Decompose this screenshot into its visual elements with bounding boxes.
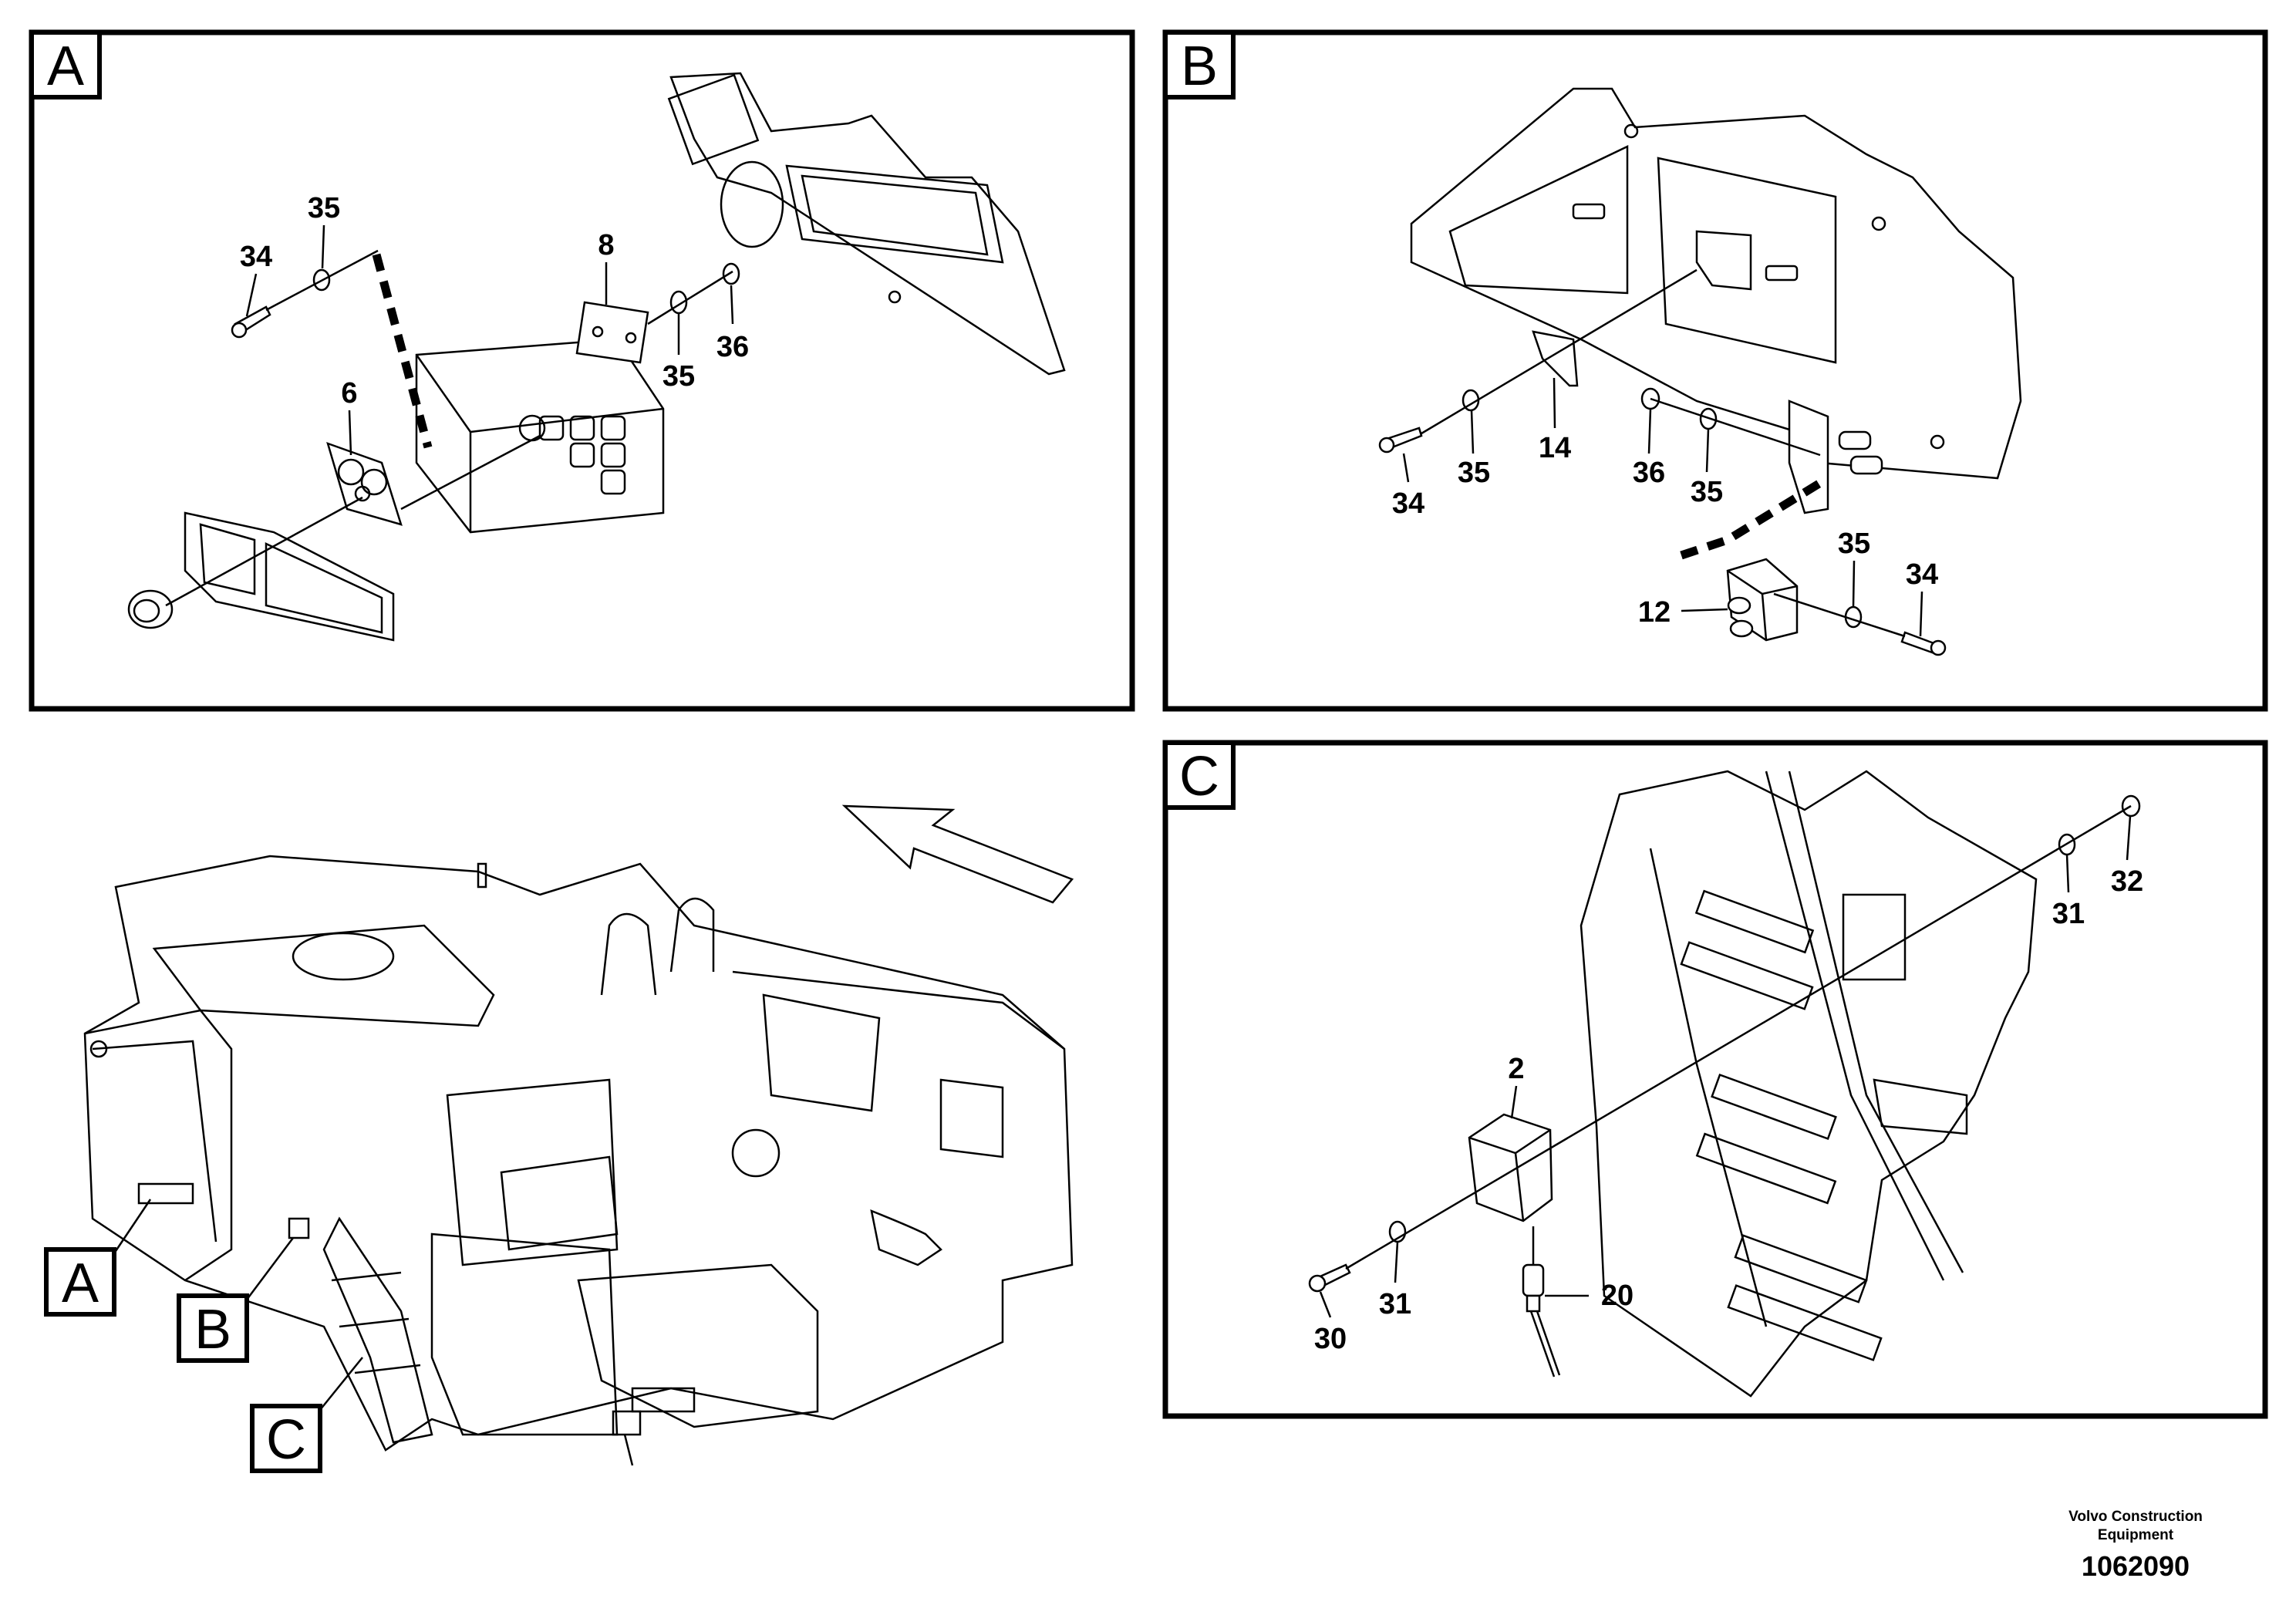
pointer-c-2 bbox=[1510, 1085, 1518, 1119]
callout-c-20: 20 bbox=[1601, 1280, 1633, 1312]
pointer-c-32 bbox=[2126, 815, 2132, 861]
location-b-box bbox=[288, 1217, 310, 1239]
svg-text:B: B bbox=[194, 1299, 231, 1361]
pointer-b-35t bbox=[1705, 428, 1710, 473]
leader-a-knob bbox=[165, 496, 363, 607]
pointer-b-14 bbox=[1553, 377, 1556, 429]
machine-overview bbox=[83, 804, 1074, 1466]
panel-a-tag: A bbox=[47, 35, 84, 97]
part-6-plate bbox=[326, 441, 403, 526]
panel-a-frame bbox=[29, 29, 1135, 712]
screw-34-a bbox=[231, 305, 271, 339]
panel-a: A bbox=[29, 29, 1135, 712]
panel-b-tag-box bbox=[1163, 30, 1236, 99]
pointer-b-36 bbox=[1647, 408, 1652, 454]
callout-a-36: 36 bbox=[716, 331, 749, 363]
callout-b-36: 36 bbox=[1633, 457, 1665, 489]
screw-30-c bbox=[1308, 1263, 1351, 1293]
pointer-b-34l bbox=[1402, 453, 1410, 483]
callout-b-35-bottom: 35 bbox=[1838, 528, 1870, 560]
callout-a-34: 34 bbox=[240, 241, 272, 273]
pointer-a-35 bbox=[321, 224, 325, 269]
pointer-b-34r bbox=[1919, 591, 1923, 637]
part-14-bracket bbox=[1532, 330, 1579, 387]
callout-b-35-left: 35 bbox=[1458, 457, 1490, 489]
part-20-sensor bbox=[1522, 1263, 1561, 1378]
panel-a-harness-wire bbox=[372, 253, 433, 449]
callout-a-8: 8 bbox=[598, 229, 614, 261]
part-8-plate bbox=[575, 301, 649, 364]
part-2-control-box bbox=[1468, 1113, 1553, 1222]
pointer-c-31l bbox=[1394, 1241, 1399, 1283]
pointer-a-36 bbox=[730, 285, 734, 325]
callout-c-32: 32 bbox=[2111, 865, 2143, 898]
callout-b-35-top: 35 bbox=[1691, 476, 1723, 508]
screw-34-b-left bbox=[1378, 427, 1423, 454]
panel-b-tag: B bbox=[1181, 35, 1218, 97]
overview-label-a: A bbox=[44, 1199, 152, 1317]
location-c-box bbox=[612, 1410, 642, 1436]
panel-b-structure bbox=[1410, 87, 2022, 514]
panel-c-frame bbox=[1162, 740, 2268, 1419]
leader-b-top bbox=[1650, 397, 1821, 457]
pointer-c-31r bbox=[2065, 854, 2070, 893]
callout-b-12: 12 bbox=[1638, 596, 1671, 629]
pointer-c-30 bbox=[1319, 1291, 1332, 1318]
leader-b-bottom bbox=[1773, 592, 1906, 638]
panel-c-tag-box bbox=[1163, 740, 1236, 810]
panel-c-step-structure bbox=[1580, 770, 2038, 1398]
callout-c-2: 2 bbox=[1508, 1053, 1524, 1085]
footer-company-name: Volvo Construction Equipment bbox=[2068, 1509, 2203, 1543]
panel-a-tag-box bbox=[29, 30, 102, 99]
panel-b-frame bbox=[1162, 29, 2268, 712]
callout-b-34-left: 34 bbox=[1392, 487, 1424, 520]
leader-a-6 bbox=[400, 434, 541, 511]
pointer-b-35b bbox=[1852, 560, 1856, 608]
pointer-a-34 bbox=[245, 273, 258, 317]
panel-a-frame-structure bbox=[667, 72, 1066, 376]
leader-a-8 bbox=[647, 270, 733, 325]
callout-a-35-right: 35 bbox=[663, 360, 695, 393]
leader-b-left bbox=[1421, 268, 1698, 435]
leader-c-main bbox=[1345, 804, 2132, 1270]
overview-label-c: C bbox=[250, 1357, 363, 1473]
svg-text:C: C bbox=[266, 1409, 306, 1471]
overview-label-b: B bbox=[177, 1237, 294, 1363]
screw-34-b-right bbox=[1900, 631, 1947, 656]
footer-document-number: 1062090 bbox=[2081, 1550, 2190, 1582]
callout-c-31-right: 31 bbox=[2052, 898, 2085, 930]
rotary-knob bbox=[127, 589, 174, 629]
nut-36-a bbox=[722, 262, 740, 285]
callout-a-35-left: 35 bbox=[308, 192, 340, 224]
panel-c-tag: C bbox=[1179, 746, 1219, 808]
panel-b: B bbox=[1162, 29, 2268, 712]
pointer-b-35l bbox=[1470, 410, 1475, 454]
svg-text:A: A bbox=[62, 1253, 99, 1314]
leader-a-34 bbox=[265, 249, 379, 312]
callout-b-14: 14 bbox=[1539, 432, 1571, 464]
panel-c: C bbox=[1162, 740, 2268, 1419]
callout-c-31-left: 31 bbox=[1379, 1288, 1411, 1320]
callout-c-30: 30 bbox=[1314, 1323, 1347, 1355]
location-a-panel bbox=[137, 1182, 194, 1205]
pointer-b-12 bbox=[1681, 608, 1728, 612]
direction-arrow-icon bbox=[841, 804, 1074, 904]
cover-plate bbox=[184, 511, 395, 642]
pointer-a-6 bbox=[348, 410, 352, 456]
panel-b-harness-wire bbox=[1680, 474, 1830, 560]
callout-b-34-right: 34 bbox=[1906, 558, 1938, 591]
callout-a-6: 6 bbox=[341, 377, 357, 410]
part-12-junction-box bbox=[1726, 558, 1799, 642]
